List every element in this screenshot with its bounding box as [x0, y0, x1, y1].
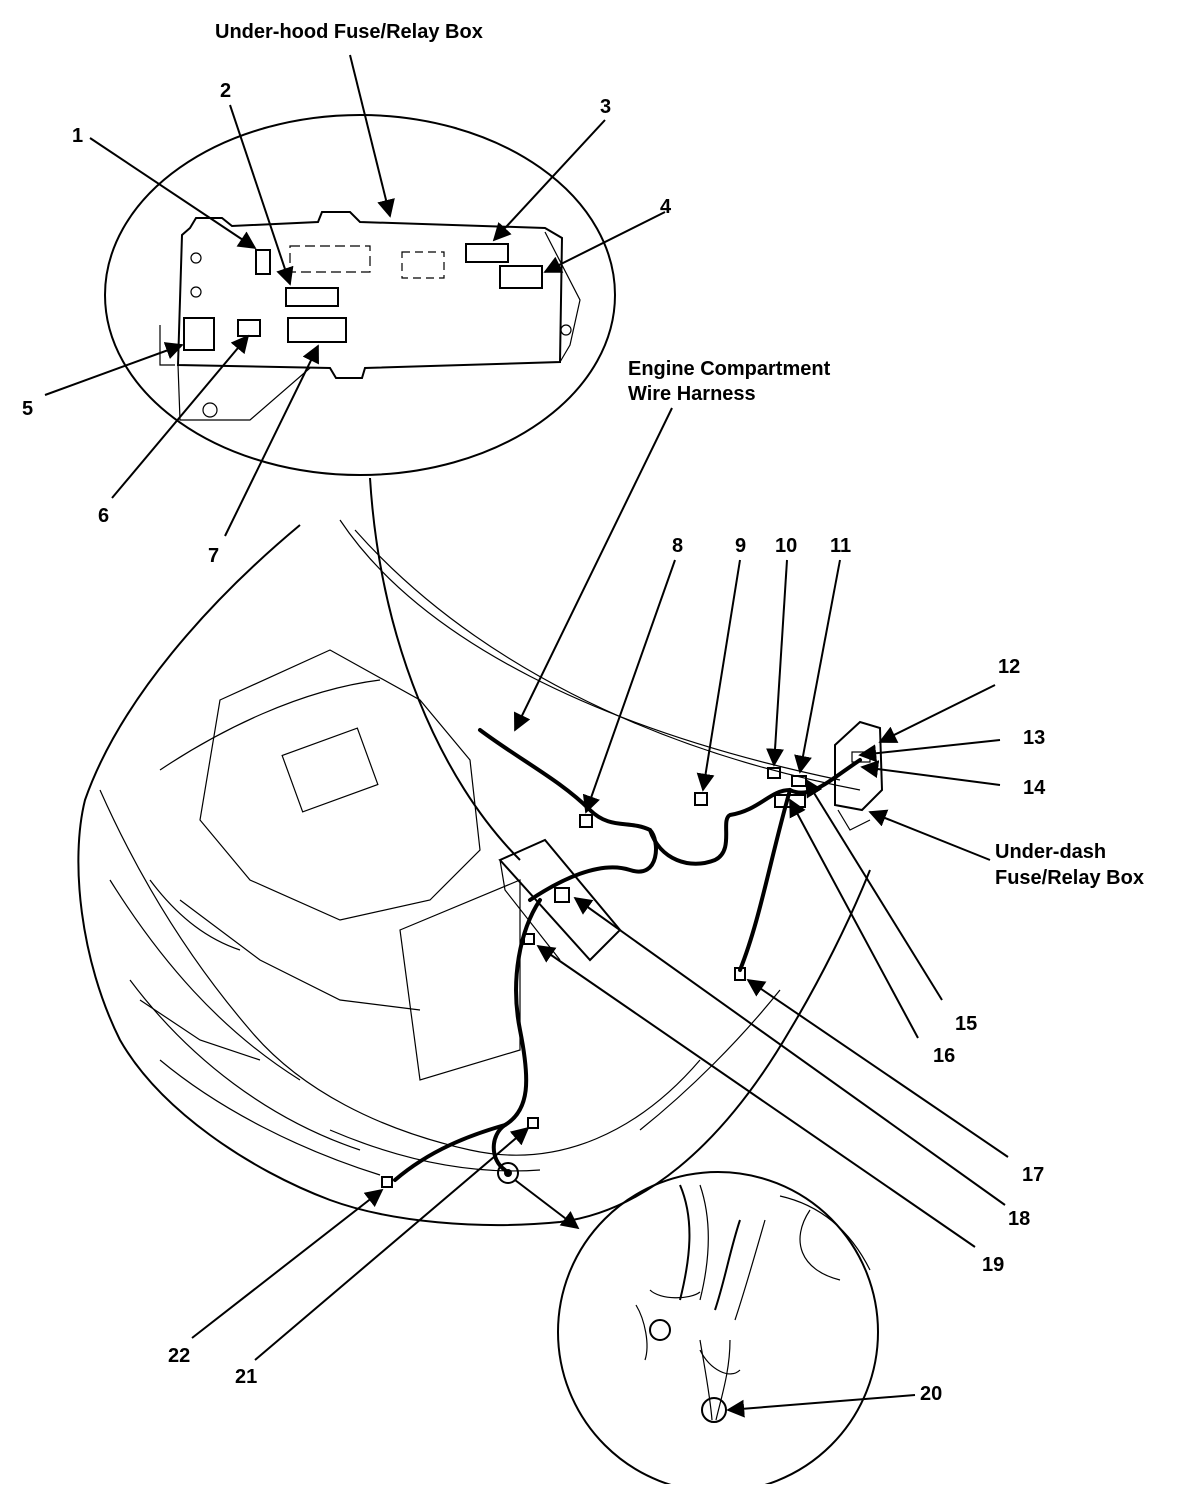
leader-lines	[44, 54, 1009, 1418]
callout-12: 12	[998, 656, 1020, 678]
callout-7: 7	[208, 545, 219, 567]
engine-harness-label-2: Wire Harness	[628, 383, 756, 405]
callout-17: 17	[1022, 1164, 1044, 1186]
callout-3: 3	[600, 96, 611, 118]
detail-leader	[369, 477, 521, 861]
callout-8: 8	[672, 535, 683, 557]
callout-9: 9	[735, 535, 746, 557]
callout-10: 10	[775, 535, 797, 557]
callout-16: 16	[933, 1045, 955, 1067]
under-dash-label-1: Under-dash	[995, 841, 1106, 863]
under-dash-label-2: Fuse/Relay Box	[995, 867, 1144, 889]
callout-5: 5	[22, 398, 33, 420]
engine-harness-label-1: Engine Compartment	[628, 358, 831, 380]
callout-13: 13	[1023, 727, 1045, 749]
callout-21: 21	[235, 1366, 257, 1388]
fuse-box-detail-ellipse	[104, 114, 616, 476]
callout-20: 20	[920, 1383, 942, 1405]
under-hood-box-label: Under-hood Fuse/Relay Box	[215, 21, 483, 43]
callout-11: 11	[830, 535, 851, 557]
connector-marks	[381, 720, 884, 1188]
callout-2: 2	[220, 80, 231, 102]
ground-zoom-arrow	[514, 1179, 580, 1230]
callout-6: 6	[98, 505, 109, 527]
callout-19: 19	[982, 1254, 1004, 1276]
callout-22: 22	[168, 1345, 190, 1367]
vehicle-front-outline	[77, 519, 871, 1227]
callout-15: 15	[955, 1013, 977, 1035]
callout-4: 4	[660, 196, 672, 218]
callout-18: 18	[1008, 1208, 1030, 1230]
engine-harness	[393, 728, 862, 1184]
callout-1: 1	[72, 125, 83, 147]
ground-detail-circle	[557, 1171, 879, 1489]
callout-14: 14	[1023, 777, 1046, 799]
